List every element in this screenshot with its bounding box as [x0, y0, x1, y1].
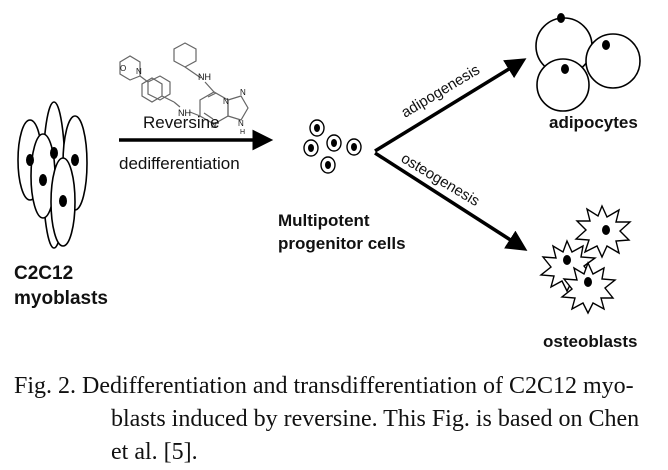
myoblasts-cluster	[17, 101, 88, 249]
adipocytes-cluster	[535, 13, 641, 112]
progenitor-cells-cluster	[303, 119, 362, 174]
figure-caption: Fig. 2. Dedifferentiation and transdiffe…	[14, 370, 654, 469]
adipogenesis-arrow	[374, 58, 527, 153]
source-cell-label-line2: myoblasts	[14, 288, 108, 309]
caption-line-1: Fig. 2. Dedifferentiation and transdiffe…	[14, 373, 634, 399]
process-label-dedifferentiation: dedifferentiation	[119, 154, 240, 173]
intermediate-label-line2: progenitor cells	[278, 234, 406, 253]
reversine-molecule-structure	[119, 42, 249, 125]
atom-label-n-2: N	[211, 121, 217, 130]
atom-label-n-1: N	[223, 97, 229, 106]
atom-label-n-morph: N	[136, 67, 142, 76]
osteoblasts-cluster	[539, 204, 632, 315]
intermediate-label: Multipotent	[278, 211, 370, 230]
atom-label-n-3: N	[240, 88, 246, 97]
source-cell-label: C2C12	[14, 263, 73, 284]
atom-label-n-4: N	[238, 119, 244, 128]
compound-label: Reversine	[143, 113, 220, 132]
atom-label-nh-link: NH	[178, 108, 191, 118]
target-label-adipocytes: adipocytes	[549, 113, 638, 132]
process-label-osteogenesis: osteogenesis	[398, 150, 483, 210]
caption-line-2: blasts induced by reversine. This Fig. i…	[111, 406, 640, 432]
osteoblast-nuclei	[563, 225, 610, 287]
caption-line-3: et al. [5].	[111, 439, 198, 465]
atom-label-h: H	[240, 129, 245, 136]
target-label-osteoblasts: osteoblasts	[543, 332, 637, 351]
atom-label-nh-top: NH	[198, 72, 211, 82]
atom-label-o-morph: O	[120, 64, 126, 73]
osteogenesis-arrow	[374, 151, 528, 251]
reversine-atom-labels: NH NH N N N N H N O	[120, 64, 246, 136]
